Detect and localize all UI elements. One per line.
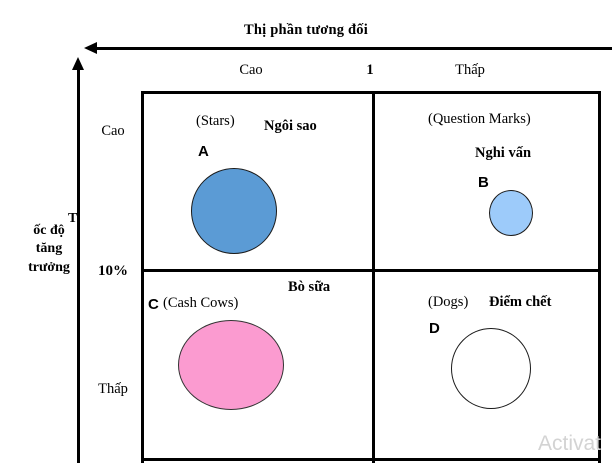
bubble-label-c: C (148, 296, 159, 313)
bubble-a-stars[interactable] (191, 168, 277, 254)
matrix-bottom-border (141, 458, 601, 461)
matrix-frame (141, 91, 601, 463)
bubble-c-cash-cows[interactable] (178, 320, 284, 410)
quadrant-question-marks-vietnamese-label: Nghi vấn (475, 145, 532, 161)
x-tick-label-thap: Thấp (455, 62, 485, 78)
quadrant-stars-english-label: (Stars) (196, 113, 235, 129)
quadrant-dogs-vietnamese-label: Điểm chết (489, 294, 552, 310)
bubble-label-b: B (478, 174, 489, 191)
x-axis-title: Thị phần tương đối (244, 22, 368, 38)
y-axis-title-body: ốc độ tăng trưởng (28, 223, 70, 275)
quadrant-stars-vietnamese-label: Ngôi sao (264, 118, 317, 134)
x-axis-line (95, 47, 612, 50)
bubble-b-question-marks[interactable] (489, 190, 533, 236)
bubble-label-d: D (429, 320, 440, 337)
y-tick-label-thap: Thấp (98, 381, 128, 397)
x-tick-label-cao: Cao (239, 62, 263, 78)
bubble-d-dogs[interactable] (451, 328, 531, 409)
quadrant-cash-cows-vietnamese-label: Bò sữa (288, 279, 331, 295)
y-tick-label-cao: Cao (101, 123, 125, 139)
quadrant-question-marks-english-label: (Question Marks) (428, 111, 531, 127)
x-tick-label-threshold: 1 (366, 62, 374, 78)
quadrant-cash-cows-english-label: (Cash Cows) (163, 295, 239, 311)
quadrant-dogs-english-label: (Dogs) (428, 294, 469, 310)
matrix-vertical-divider (372, 91, 375, 463)
x-axis-arrow-left-icon (84, 42, 97, 54)
bubble-label-a: A (198, 143, 209, 160)
y-axis-title-initial: T (68, 211, 78, 226)
y-axis-line (77, 68, 80, 463)
y-axis-arrow-up-icon (72, 57, 84, 70)
matrix-horizontal-divider (141, 269, 601, 272)
y-tick-label-threshold: 10% (98, 263, 128, 279)
